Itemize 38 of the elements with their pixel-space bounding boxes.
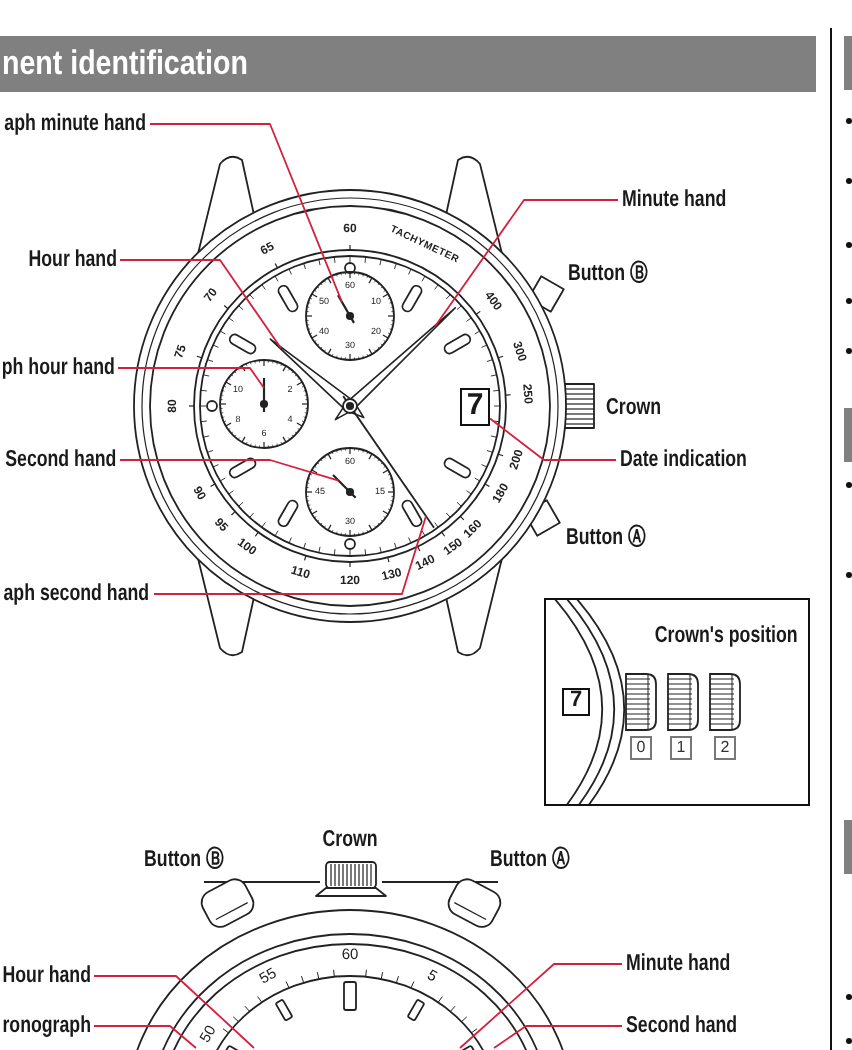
- part-label: Crown: [322, 827, 378, 853]
- part-label: Button Ⓐ: [566, 525, 647, 551]
- subdial-hand: [262, 378, 266, 412]
- subdial-hand: [332, 474, 357, 499]
- part-label: aph second hand: [4, 581, 150, 607]
- leader-line: [493, 1025, 623, 1049]
- leader-line: [153, 515, 427, 595]
- leader-line: [119, 459, 340, 482]
- date-window: 7: [460, 388, 490, 426]
- part-label: Minute hand: [626, 951, 731, 977]
- leader-line: [117, 367, 265, 389]
- part-label: Hour hand: [27, 247, 116, 273]
- part-label: Second hand: [4, 447, 116, 473]
- inset-panel: [544, 598, 810, 806]
- part-label: Button Ⓑ: [568, 261, 649, 287]
- leader-line: [119, 259, 282, 350]
- leader-line: [489, 417, 617, 461]
- part-label: Second hand: [626, 1013, 738, 1039]
- panel-heading: Crown's position: [655, 623, 798, 649]
- leader-line: [93, 975, 255, 1049]
- part-label: ph hour hand: [0, 355, 114, 381]
- subdial-hand: [337, 294, 355, 324]
- part-label: Minute hand: [622, 187, 727, 213]
- part-label: Date indication: [620, 447, 747, 473]
- part-label: Button Ⓑ: [143, 847, 224, 873]
- position-marker: 2: [714, 736, 736, 760]
- second-hand: [342, 395, 435, 529]
- position-marker: 0: [630, 736, 652, 760]
- part-label: Hour hand: [1, 963, 90, 989]
- part-label: Crown: [606, 395, 662, 421]
- leader-line: [93, 1025, 197, 1049]
- part-label: Button Ⓐ: [490, 847, 571, 873]
- part-label: ronograph: [1, 1013, 90, 1039]
- section-title: nent identification: [2, 44, 248, 84]
- date-window: 7: [562, 688, 590, 716]
- part-label: aph minute hand: [4, 111, 146, 137]
- leader-line: [459, 963, 623, 1049]
- position-marker: 1: [670, 736, 692, 760]
